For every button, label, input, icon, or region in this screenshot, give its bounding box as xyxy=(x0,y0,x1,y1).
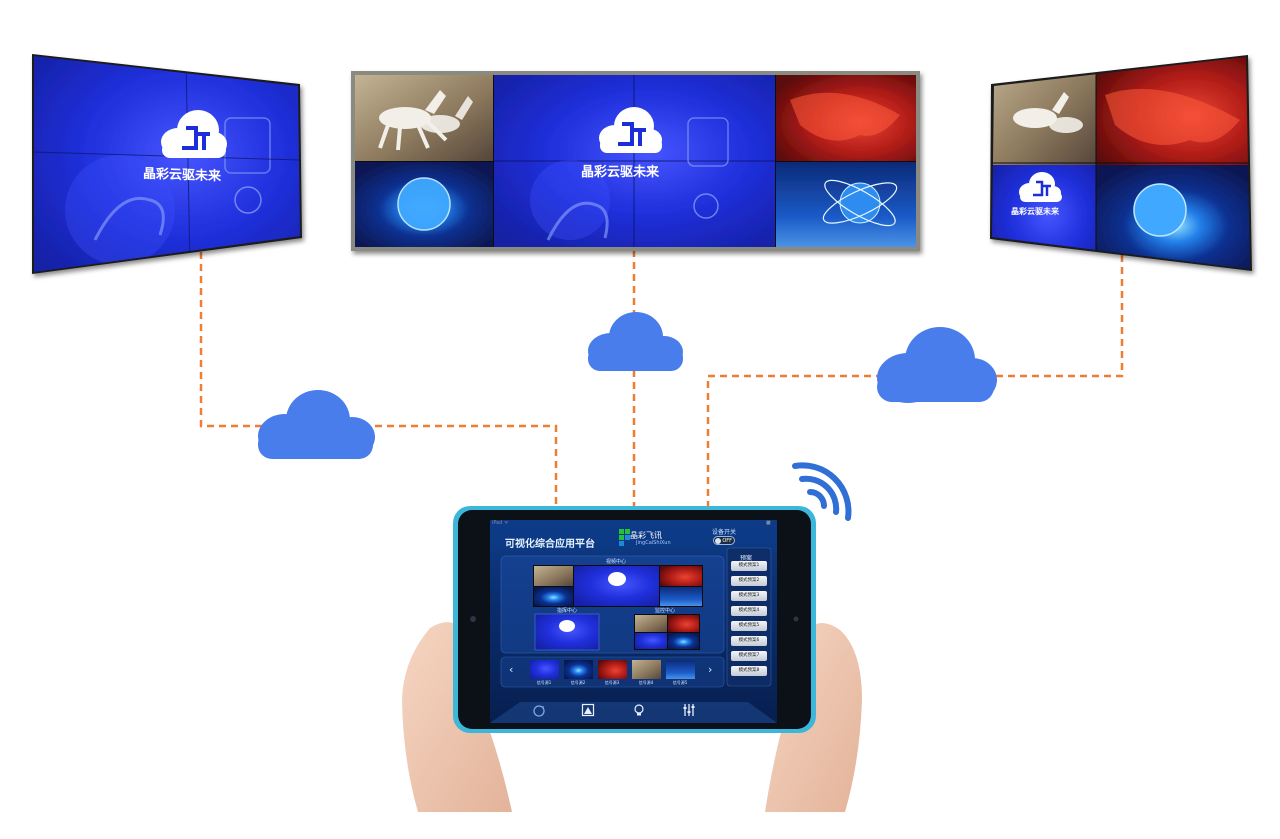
center-wall-logo-text: 晶彩云驱未来 xyxy=(581,165,660,180)
horse-image xyxy=(378,90,473,151)
section-label-top: 视频中心 xyxy=(606,559,627,565)
thumb-label-3: 信号源3 xyxy=(604,680,620,685)
thumb-label-4: 信号源4 xyxy=(638,680,654,685)
cloud-logo-icon xyxy=(599,107,662,153)
cloud-logo-icon xyxy=(161,110,227,158)
wifi-icon xyxy=(792,462,852,521)
video-wall-right xyxy=(990,55,1252,271)
brand-name: 晶彩飞讯 xyxy=(630,531,662,540)
preset-button-7[interactable]: 模式预案7 xyxy=(731,651,767,661)
thumb-label-5: 信号源5 xyxy=(672,680,688,685)
layout-icon[interactable] xyxy=(581,703,595,717)
thumb-next-button[interactable]: › xyxy=(708,663,713,676)
thumb-label-2: 信号源2 xyxy=(570,680,586,685)
tablet xyxy=(453,506,816,733)
brand-logo-icon xyxy=(619,529,630,546)
video-wall-left xyxy=(32,54,302,274)
preset-button-4[interactable]: 模式预案4 xyxy=(731,606,767,616)
cloud-icon xyxy=(588,312,683,371)
cloud-icon xyxy=(877,327,997,403)
preset-button-5[interactable]: 模式预案5 xyxy=(731,621,767,631)
device-switch-label: 设备开关 xyxy=(712,529,737,536)
preset-button-8[interactable]: 模式预案8 xyxy=(731,666,767,676)
left-wall-logo-text: 晶彩云驱未来 xyxy=(143,166,222,185)
preset-button-6[interactable]: 模式预案6 xyxy=(731,636,767,646)
connector-left xyxy=(199,252,558,506)
section-label-bottom-left: 指挥中心 xyxy=(557,608,578,614)
tablet-status-right: ■ xyxy=(766,520,771,526)
cloud-logo-icon xyxy=(1019,172,1062,202)
preset-button-3[interactable]: 模式预案3 xyxy=(731,591,767,601)
red-warrior-image xyxy=(790,92,900,141)
video-wall-center xyxy=(351,71,920,251)
sidebar-header: 预案 xyxy=(740,555,753,562)
section-label-bottom-right: 监控中心 xyxy=(655,608,676,614)
globe-image xyxy=(397,177,451,231)
thumb-prev-button[interactable]: ‹ xyxy=(509,663,514,676)
preset-button-2[interactable]: 模式预案2 xyxy=(731,576,767,586)
app-title: 可视化综合应用平台 xyxy=(505,539,595,550)
right-wall-logo-text: 晶彩云驱未来 xyxy=(1011,207,1059,216)
light-bulb-icon[interactable] xyxy=(632,703,646,717)
atom-globe-image xyxy=(822,179,898,227)
refresh-icon[interactable] xyxy=(532,704,546,718)
thumb-label-1: 信号源1 xyxy=(536,680,552,685)
preset-button-1[interactable]: 模式预案1 xyxy=(731,561,767,571)
cloud-icon xyxy=(258,390,375,459)
brand-subtitle: JingCaiShiXun xyxy=(636,540,671,546)
device-power-toggle[interactable]: OFF xyxy=(713,536,735,545)
tablet-status-left: iPad ᯤ xyxy=(492,520,509,526)
sliders-icon[interactable] xyxy=(682,703,696,717)
